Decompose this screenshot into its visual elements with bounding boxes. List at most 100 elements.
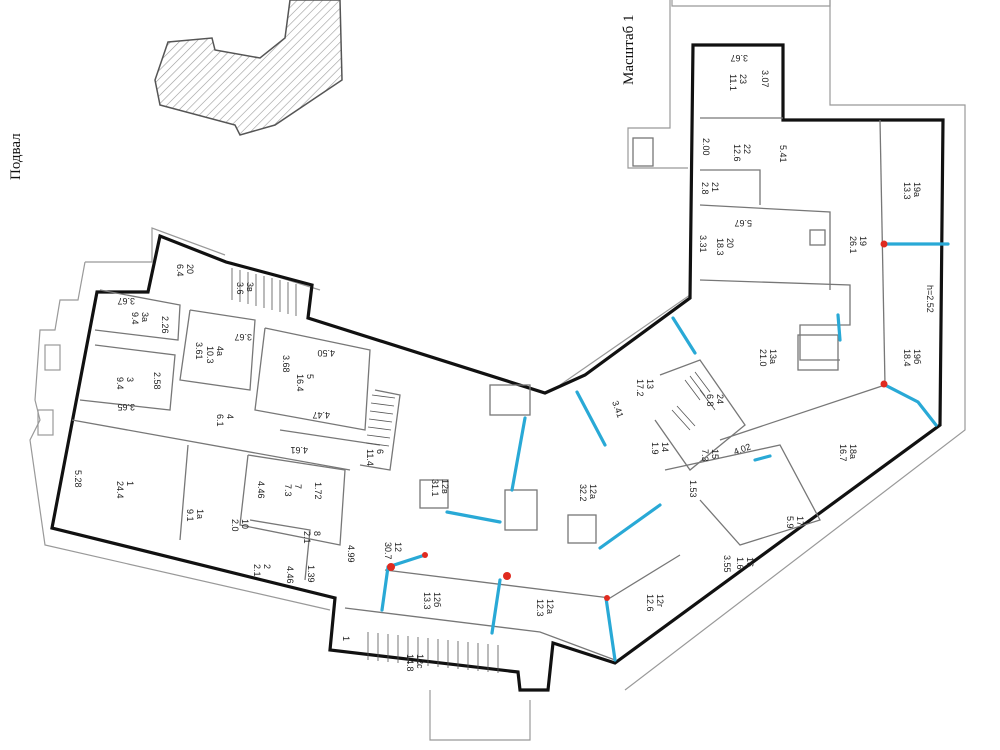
- dimension: 3.68: [281, 355, 291, 373]
- dimension: 1: [341, 636, 351, 641]
- svg-text:5.9: 5.9: [785, 516, 795, 529]
- svg-text:11.1: 11.1: [728, 74, 738, 91]
- svg-text:2.8: 2.8: [700, 182, 710, 195]
- svg-text:12а: 12а: [545, 599, 555, 614]
- svg-text:12: 12: [393, 542, 403, 552]
- dimension: 3.65: [117, 402, 135, 412]
- svg-text:1: 1: [125, 481, 135, 486]
- adjacent-building-hatched: [154, 0, 343, 136]
- svg-text:10.3: 10.3: [205, 346, 215, 364]
- room-label: 77.3: [283, 484, 303, 497]
- dimension: 1.53: [688, 480, 698, 498]
- dimension: 4.61: [290, 445, 308, 455]
- svg-text:18.4: 18.4: [902, 349, 912, 367]
- room-label: 3в3.6: [235, 282, 255, 295]
- dimension: 3.41: [610, 399, 625, 419]
- dimension: 4.46: [285, 566, 295, 584]
- svg-text:19а: 19а: [912, 182, 922, 197]
- room-label: 212.8: [700, 182, 720, 195]
- dimension: 2.58: [152, 372, 162, 390]
- dimension: 1.39: [306, 565, 316, 583]
- svg-text:5: 5: [305, 374, 315, 379]
- svg-text:12г: 12г: [655, 594, 665, 608]
- svg-text:1.6: 1.6: [735, 557, 745, 570]
- svg-text:1а: 1а: [195, 509, 205, 519]
- dimension: 3.67: [117, 296, 135, 306]
- svg-text:3.6: 3.6: [235, 282, 245, 295]
- dimension: 2.00: [701, 138, 711, 156]
- dimension: 4.47: [312, 410, 330, 420]
- dimension: 3.31: [698, 235, 708, 253]
- svg-text:13.3: 13.3: [902, 182, 912, 200]
- dimension: 3.67: [234, 332, 252, 342]
- dimension: 3.67: [730, 53, 748, 63]
- svg-text:2.1: 2.1: [252, 564, 262, 577]
- dimension: 3.61: [194, 342, 204, 360]
- svg-text:24: 24: [715, 394, 725, 404]
- svg-text:30.7: 30.7: [383, 542, 393, 560]
- svg-text:4а: 4а: [215, 346, 225, 356]
- new-partitions: [380, 242, 950, 662]
- room-label: 102.0: [230, 519, 250, 532]
- stairs: [231, 268, 716, 673]
- svg-text:18.3: 18.3: [715, 238, 725, 256]
- svg-text:9.1: 9.1: [185, 509, 195, 522]
- svg-text:7.3: 7.3: [283, 484, 293, 497]
- dimension: h=2.52: [925, 285, 935, 313]
- svg-text:9.4: 9.4: [115, 377, 125, 390]
- dimension: 4.02: [732, 441, 752, 456]
- svg-text:6: 6: [375, 449, 385, 454]
- room-label: 82.1: [302, 531, 322, 544]
- room-label: 1а9.1: [185, 509, 205, 522]
- svg-text:4: 4: [225, 414, 235, 419]
- room-label: 22.1: [252, 564, 272, 577]
- svg-text:12б: 12б: [432, 592, 442, 607]
- svg-text:26.1: 26.1: [848, 236, 858, 254]
- svg-text:12с: 12с: [415, 654, 425, 669]
- svg-text:7: 7: [293, 484, 303, 489]
- dimension: 4.50: [317, 348, 335, 358]
- svg-text:12а: 12а: [588, 484, 598, 499]
- svg-text:21: 21: [710, 182, 720, 192]
- room-label: 157.3: [700, 449, 720, 462]
- dimension: 5.67: [734, 218, 752, 228]
- svg-text:22: 22: [742, 144, 752, 154]
- svg-text:3в: 3в: [245, 282, 255, 292]
- dimension: 3.55: [722, 555, 732, 573]
- svg-text:13: 13: [645, 379, 655, 389]
- svg-text:3а: 3а: [140, 312, 150, 322]
- svg-text:23: 23: [738, 74, 748, 84]
- svg-text:21.0: 21.0: [758, 349, 768, 367]
- svg-text:12в: 12в: [440, 479, 450, 494]
- room-label: 206.4: [175, 264, 195, 277]
- svg-text:12.6: 12.6: [645, 594, 655, 612]
- svg-text:14.8: 14.8: [405, 654, 415, 672]
- dimension: 2.26: [160, 316, 170, 334]
- dimension: 3.07: [760, 70, 770, 88]
- dimension: 1.72: [313, 482, 323, 500]
- svg-text:7.3: 7.3: [700, 449, 710, 462]
- svg-text:6.8: 6.8: [705, 394, 715, 407]
- exterior-wall: [50, 43, 945, 692]
- svg-text:6.1: 6.1: [215, 414, 225, 427]
- svg-text:2: 2: [262, 564, 272, 569]
- svg-text:19б: 19б: [912, 349, 922, 364]
- svg-text:14: 14: [660, 442, 670, 452]
- room-label: 141.9: [650, 442, 670, 455]
- svg-text:17: 17: [795, 516, 805, 526]
